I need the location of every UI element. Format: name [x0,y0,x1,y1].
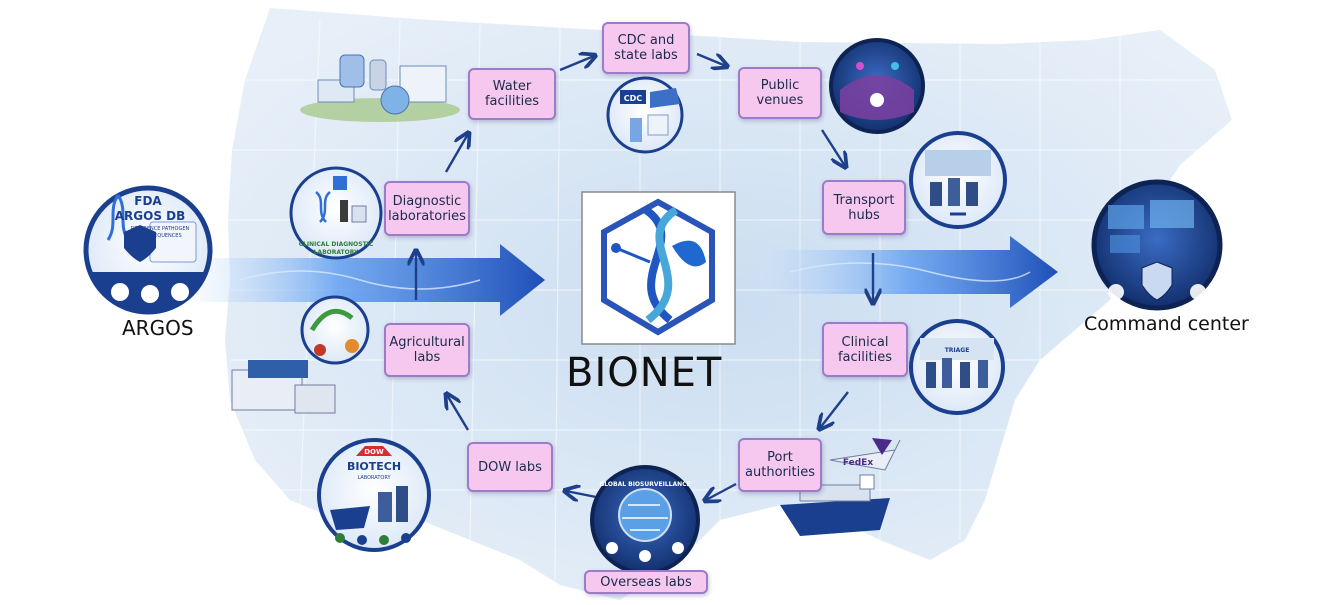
dow-brand-label: DOW [364,448,384,456]
arrow-clinical-to-port [820,391,849,428]
node-water-facilities[interactable]: Water facilities [468,68,556,120]
argos-label: ARGOS [122,316,194,340]
node-overseas-labs[interactable]: Overseas labs [584,570,708,594]
argos-fda-label: FDA [134,194,162,208]
triage-label: TRIAGE [945,347,970,354]
command-center-label: Command center [1084,313,1249,335]
node-agricultural-labs[interactable]: Agricultural labs [384,323,470,377]
inflow-band-arrow [200,244,545,316]
arrow-diag-to-water [444,134,468,173]
water-facility-illustration [300,54,460,122]
transport-hub-emblem [909,131,1007,229]
node-public-venues[interactable]: Public venues [738,67,822,119]
arrow-overseas-to-dow [566,491,597,497]
argos-db-emblem [83,185,213,315]
bionet-title: BIONET [566,350,723,396]
arrow-public-to-transport [820,129,845,166]
cdc-badge-label: CDC [624,94,643,103]
arrow-port-to-overseas [706,482,737,500]
clinical-dx-label: CLINICAL DIAGNOSTIC [299,241,374,248]
node-cdc-state-labs[interactable]: CDC and state labs [602,22,690,74]
cdc-lab-illustration [606,76,684,154]
argos-db-label: ARGOS DB [115,209,186,223]
bionet-logo [581,191,736,345]
fedex-label: FedEx [843,458,873,468]
outflow-band-arrow [760,236,1058,308]
agricultural-lab-illustration [231,295,370,414]
clinical-facility-emblem [909,319,1005,415]
dow-biotech-emblem [317,438,431,552]
clinical-dx2-label: LABORATORY [314,249,359,256]
dow-laboratory-label: LABORATORY [357,475,391,481]
node-clinical-facilities[interactable]: Clinical facilities [822,322,908,377]
arrow-cdc-to-public [696,52,726,66]
argos-sub2-label: DNA SEQUENCES [138,233,181,239]
node-diagnostic-laboratories[interactable]: Diagnostic laboratories [384,181,470,236]
command-center-emblem [1091,179,1223,311]
node-transport-hubs[interactable]: Transport hubs [822,180,906,235]
public-venue-emblem [829,38,925,134]
node-port-authorities[interactable]: Port authorities [738,438,822,492]
arrow-water-to-cdc [559,56,594,72]
global-biosurveillance-label: GLOBAL BIOSURVEILLANCE [599,481,690,488]
dow-biotech-label: BIOTECH [347,460,401,473]
node-dow-labs[interactable]: DOW labs [467,442,553,492]
argos-sub1-label: REFERENCE PATHOGEN [131,226,190,232]
clinical-diagnostic-lab-emblem [289,166,383,260]
arrow-dow-to-agri [447,395,470,431]
